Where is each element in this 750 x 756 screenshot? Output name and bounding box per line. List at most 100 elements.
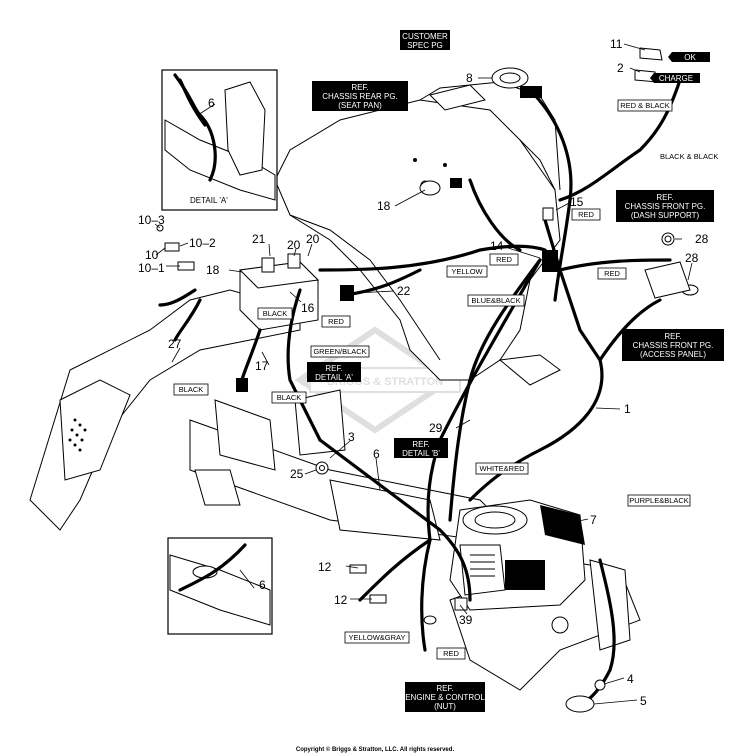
callout-11: 11 bbox=[610, 37, 623, 51]
wire-label-red-14: RED bbox=[489, 253, 519, 266]
callout-10-2: 10–2 bbox=[189, 236, 216, 250]
wire-label-white-red: WHITE&RED bbox=[475, 462, 529, 475]
callout-39: 39 bbox=[459, 613, 473, 627]
callout-22: 22 bbox=[397, 284, 411, 298]
svg-text:PURPLE&BLACK: PURPLE&BLACK bbox=[629, 496, 689, 505]
svg-text:BLACK & BLACK: BLACK & BLACK bbox=[660, 152, 718, 161]
charge-tag: CHARGE bbox=[650, 73, 700, 83]
part-12-connector-a bbox=[349, 564, 367, 574]
ref-line: REF. bbox=[412, 440, 429, 449]
grille-holes bbox=[68, 418, 87, 452]
part-12-connector-b bbox=[369, 594, 387, 604]
wire-label-red-black: RED & BLACK bbox=[617, 99, 673, 112]
access-panel bbox=[644, 261, 691, 299]
svg-text:RED & BLACK: RED & BLACK bbox=[620, 101, 670, 110]
callout-15: 15 bbox=[570, 195, 584, 209]
callout-1: 1 bbox=[624, 402, 631, 416]
part-18-plug bbox=[450, 178, 462, 188]
callout-25: 25 bbox=[290, 467, 304, 481]
wire-label-boxes: RED & BLACK BLACK & BLACK RED RED YELLOW… bbox=[173, 99, 718, 660]
indicator-lights bbox=[634, 47, 663, 83]
wire-label-blue-black: BLUE&BLACK bbox=[467, 294, 525, 307]
ref-line: (DASH SUPPORT) bbox=[631, 211, 700, 220]
ref-line: (ACCESS PANEL) bbox=[640, 350, 706, 359]
svg-text:YELLOW&GRAY: YELLOW&GRAY bbox=[349, 633, 406, 642]
engine bbox=[449, 499, 586, 611]
part-5-seat-switch bbox=[565, 695, 595, 713]
callout-10: 10 bbox=[145, 248, 159, 262]
part-15-clip bbox=[542, 207, 554, 221]
wire-label-red-28: RED bbox=[597, 267, 627, 280]
callout-20-b: 20 bbox=[306, 232, 320, 246]
ref-box-detail-a: REF. DETAIL 'A' bbox=[307, 362, 361, 382]
callout-28-top: 28 bbox=[695, 232, 709, 246]
ref-line: CHASSIS FRONT PG. bbox=[633, 341, 714, 350]
svg-text:BLACK: BLACK bbox=[277, 393, 302, 402]
svg-text:RED: RED bbox=[443, 649, 459, 658]
svg-text:RED: RED bbox=[578, 210, 594, 219]
wire-label-yellow: YELLOW bbox=[446, 265, 488, 278]
callout-18-left: 18 bbox=[206, 263, 220, 277]
ref-line: CHASSIS FRONT PG. bbox=[625, 202, 706, 211]
callout-10-1: 10–1 bbox=[138, 261, 165, 275]
callout-6-inset: 6 bbox=[208, 96, 215, 110]
ok-label: OK bbox=[684, 53, 696, 62]
wire-label-green-black: GREEN/BLACK bbox=[310, 345, 370, 358]
ok-tag: OK bbox=[668, 52, 710, 62]
ref-box-chassis-front-dash: REF. CHASSIS FRONT PG. (DASH SUPPORT) bbox=[616, 190, 714, 222]
svg-text:RED: RED bbox=[496, 255, 512, 264]
ref-line: DETAIL 'A' bbox=[315, 373, 353, 382]
ignition-switch bbox=[491, 67, 542, 98]
svg-text:RED: RED bbox=[328, 317, 344, 326]
wire-label-black-left: BLACK bbox=[173, 383, 209, 396]
callout-27: 27 bbox=[168, 337, 182, 351]
callout-18-center: 18 bbox=[377, 199, 391, 213]
callout-7: 7 bbox=[590, 513, 597, 527]
inset-detail-b bbox=[167, 537, 273, 635]
wire-label-black-black: BLACK & BLACK bbox=[660, 152, 718, 161]
seat-pan bbox=[274, 81, 561, 386]
callout-17: 17 bbox=[255, 359, 269, 373]
ref-line: (NUT) bbox=[434, 702, 456, 711]
inset-caption: DETAIL 'A' bbox=[190, 196, 228, 205]
ref-line: REF. bbox=[664, 332, 681, 341]
callout-29: 29 bbox=[429, 421, 443, 435]
wire-label-black-16: BLACK bbox=[257, 307, 293, 320]
callout-6-center: 6 bbox=[373, 447, 380, 461]
ref-box-chassis-rear: REF. CHASSIS REAR PG. (SEAT PAN) bbox=[312, 81, 408, 111]
callout-2: 2 bbox=[617, 61, 624, 75]
callout-28-bottom: 28 bbox=[685, 251, 699, 265]
svg-text:BLACK: BLACK bbox=[263, 309, 288, 318]
ref-line: ENGINE & CONTROL bbox=[405, 693, 485, 702]
copyright-notice: Copyright © Briggs & Stratton, LLC. All … bbox=[296, 746, 455, 753]
callout-4: 4 bbox=[627, 672, 634, 686]
wire-label-purple-black: PURPLE&BLACK bbox=[627, 494, 691, 507]
callout-8: 8 bbox=[466, 71, 473, 85]
ref-line: REF. bbox=[656, 193, 673, 202]
wire-label-yellow-gray: YELLOW&GRAY bbox=[344, 631, 410, 644]
callout-10-3: 10–3 bbox=[138, 213, 165, 227]
part-10-2-nut bbox=[164, 242, 180, 252]
ref-line: CHASSIS REAR PG. bbox=[322, 92, 398, 101]
callout-14: 14 bbox=[490, 239, 504, 253]
svg-text:YELLOW: YELLOW bbox=[451, 267, 483, 276]
callout-3: 3 bbox=[348, 430, 355, 444]
small-parts bbox=[156, 47, 699, 713]
ref-line: REF. bbox=[325, 364, 342, 373]
callout-12-bottom: 12 bbox=[334, 593, 348, 607]
ref-line: CUSTOMER bbox=[402, 32, 448, 41]
wire-label-red-15: RED bbox=[571, 208, 601, 221]
part-10-1-terminal bbox=[177, 261, 195, 271]
wire-label-red-22: RED bbox=[321, 315, 351, 328]
svg-text:WHITE&RED: WHITE&RED bbox=[480, 464, 526, 473]
part-22-connector bbox=[340, 285, 354, 301]
inset-detail-a: DETAIL 'A' bbox=[161, 69, 278, 211]
callout-21: 21 bbox=[252, 232, 266, 246]
part-39-clamp bbox=[454, 597, 468, 611]
svg-text:RED: RED bbox=[604, 269, 620, 278]
svg-text:BLACK: BLACK bbox=[179, 385, 204, 394]
svg-text:BLUE&BLACK: BLUE&BLACK bbox=[471, 296, 520, 305]
part-4-plug bbox=[594, 679, 606, 691]
charge-label: CHARGE bbox=[659, 74, 693, 83]
